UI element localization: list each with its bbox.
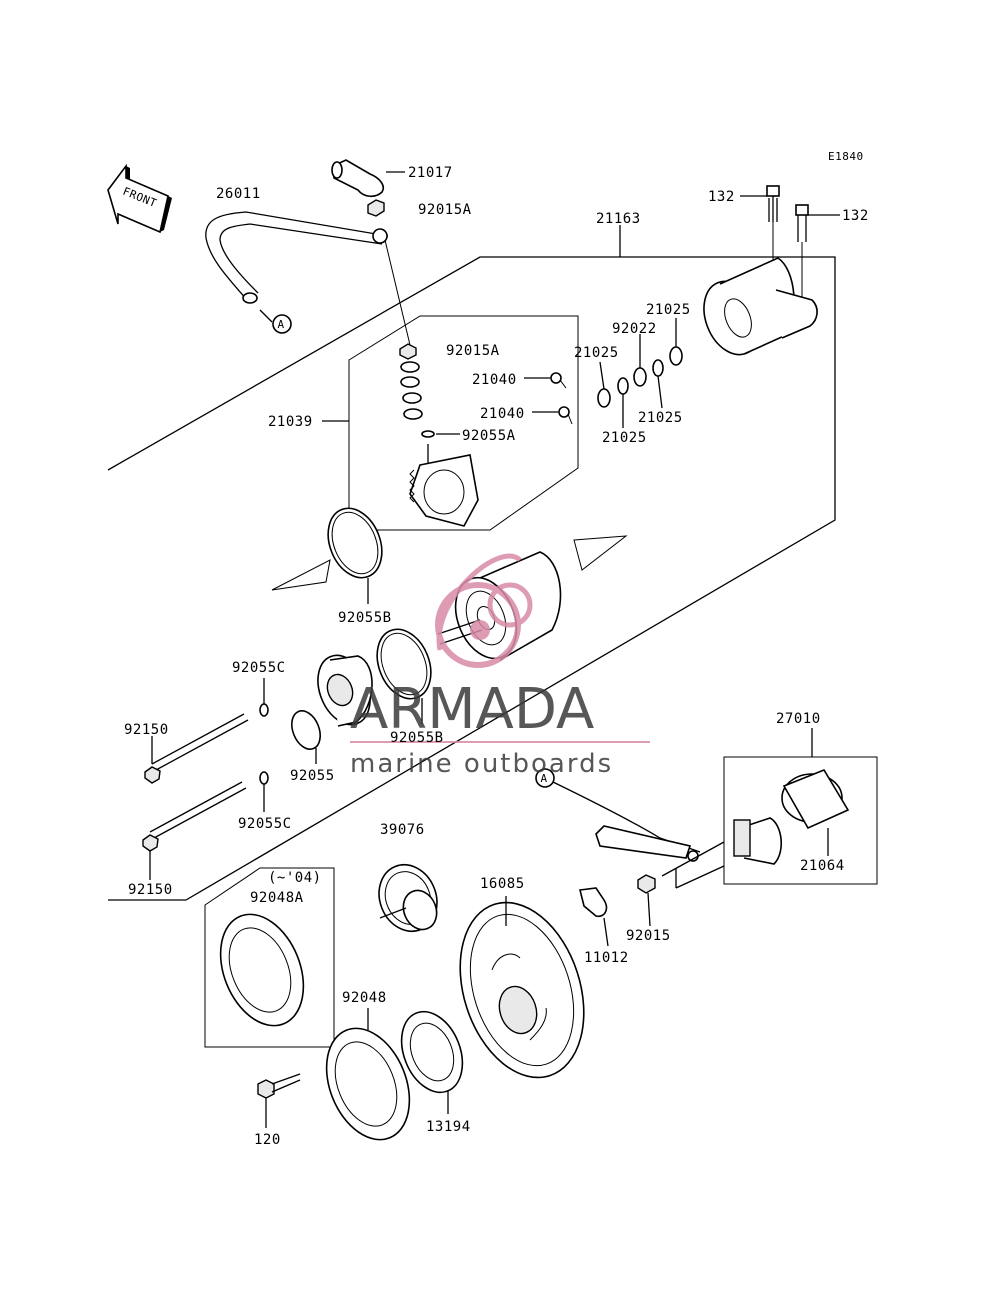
- callout-132-left: 132: [708, 189, 735, 205]
- clip-21040-a: [550, 372, 567, 389]
- cap-11012: [579, 887, 608, 918]
- callout-21163: 21163: [596, 211, 641, 227]
- starter-motor: [437, 551, 562, 661]
- long-bolt-92150-top: [144, 713, 249, 784]
- o-ring-92055b-bottom: [376, 628, 432, 700]
- callout-92055b-top: 92055B: [338, 610, 392, 626]
- callout-21039: 21039: [268, 414, 313, 430]
- callout-04-note: (~'04): [268, 870, 322, 886]
- brush-plate: [409, 454, 479, 527]
- starter-cable: [552, 781, 701, 862]
- callout-92150-bottom: 92150: [128, 882, 173, 898]
- callout-27010: 27010: [776, 711, 821, 727]
- long-bolt-92150-bottom: [142, 781, 247, 852]
- callout-132-right: 132: [842, 208, 869, 224]
- callout-120: 120: [254, 1132, 281, 1148]
- elbow-fitting-21017: [331, 159, 385, 198]
- ref-marker-a-bottom: A: [535, 768, 555, 788]
- o-ring-92055c-bottom: [259, 771, 269, 785]
- o-ring-92055c-top: [259, 703, 269, 717]
- callout-92015a-mid: 92015A: [446, 343, 500, 359]
- callout-92055c-top: 92055C: [232, 660, 286, 676]
- callout-92048: 92048: [342, 990, 387, 1006]
- callout-92055c-bottom: 92055C: [238, 816, 292, 832]
- nut-92015: [637, 874, 656, 894]
- callout-39076: 39076: [380, 822, 425, 838]
- callout-21040-b: 21040: [480, 406, 525, 422]
- washer-stack: [597, 346, 683, 408]
- starter-relay: [733, 817, 782, 865]
- svg-text:A: A: [541, 772, 548, 785]
- callout-92150-top: 92150: [124, 722, 169, 738]
- o-ring-92055: [291, 710, 321, 750]
- front-arrow-icon: FRONT: [107, 163, 172, 234]
- hose-26011: [205, 211, 389, 304]
- callout-92048a: 92048A: [250, 890, 304, 906]
- end-cover-bracket: [703, 257, 818, 356]
- callout-21025-d: 21025: [602, 430, 647, 446]
- callout-92055: 92055: [290, 768, 335, 784]
- assembly-frame-21163: [107, 256, 836, 901]
- bearing-plate-92048: [325, 1027, 411, 1141]
- clip-21040-b: [558, 406, 573, 425]
- callout-21025-c: 21025: [638, 410, 683, 426]
- bolt-120: [257, 1073, 301, 1099]
- brush-holder-stack: [399, 343, 435, 464]
- callout-92022: 92022: [612, 321, 657, 337]
- kit-frame-92048A: [204, 867, 335, 1048]
- idle-gear-39076: [378, 863, 438, 933]
- callout-92015a-top: 92015A: [418, 202, 472, 218]
- diagram-code: E1840: [828, 150, 864, 163]
- starter-clutch-gear-16085: [459, 901, 585, 1079]
- watermark-tagline: marine outboards: [350, 749, 613, 779]
- bolt-132-right: [795, 204, 809, 242]
- callout-16085: 16085: [480, 876, 525, 892]
- callout-11012: 11012: [584, 950, 629, 966]
- callout-13194: 13194: [426, 1119, 471, 1135]
- ref-marker-a-top: A: [272, 314, 292, 334]
- kit-frame-27010: [723, 756, 878, 885]
- callout-26011: 26011: [216, 186, 261, 202]
- watermark-brand: ARMADA: [350, 677, 594, 742]
- front-cover: [317, 654, 373, 727]
- relay-cover-21064: [781, 769, 850, 830]
- o-ring-92055b-top: [327, 507, 383, 579]
- callout-21017: 21017: [408, 165, 453, 181]
- callout-92055b-bottom: 92055B: [390, 730, 444, 746]
- bolt-132-left: [766, 185, 780, 222]
- svg-text:A: A: [278, 318, 285, 331]
- callout-92055a: 92055A: [462, 428, 516, 444]
- callout-21064: 21064: [800, 858, 845, 874]
- callout-92015: 92015: [626, 928, 671, 944]
- callout-21040-a: 21040: [472, 372, 517, 388]
- callout-21025-b: 21025: [574, 345, 619, 361]
- bearing-plate-92048a: [219, 913, 305, 1027]
- callout-21025-a: 21025: [646, 302, 691, 318]
- armada-watermark: ARMADA marine outboards: [350, 553, 650, 779]
- nut-92015a-top: [367, 199, 385, 217]
